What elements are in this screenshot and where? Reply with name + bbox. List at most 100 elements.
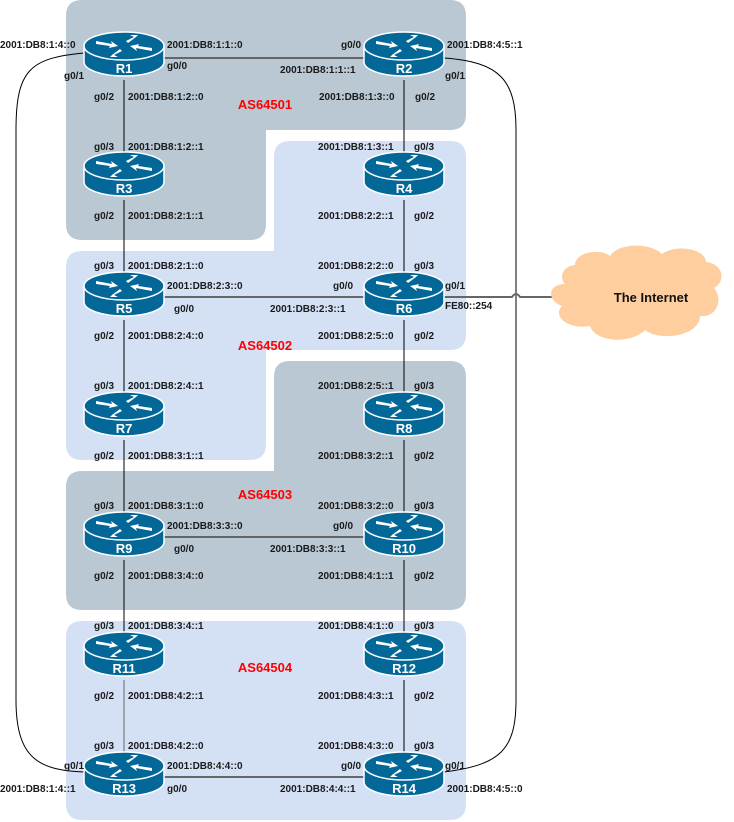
as64503-label: AS64503 <box>238 487 292 502</box>
router-r1[interactable]: R1 <box>83 31 165 77</box>
interface-name: g0/3 <box>94 741 114 752</box>
interface-name: g0/0 <box>341 40 361 51</box>
interface-address: 2001:DB8:1:4::0 <box>0 40 76 51</box>
interface-name: g0/1 <box>445 71 465 82</box>
interface-name: g0/0 <box>174 544 194 555</box>
router-label: R3 <box>116 181 133 196</box>
router-label: R10 <box>392 541 416 556</box>
link-r1-r13 <box>15 52 85 773</box>
interface-name: g0/2 <box>94 211 114 222</box>
interface-name: g0/3 <box>94 261 114 272</box>
interface-name: g0/0 <box>167 784 187 795</box>
interface-name: g0/2 <box>414 571 434 582</box>
router-label: R5 <box>116 301 133 316</box>
interface-name: g0/3 <box>414 261 434 272</box>
interface-name: g0/3 <box>94 501 114 512</box>
interface-address: 2001:DB8:4:1::0 <box>318 621 394 632</box>
interface-address: 2001:DB8:3:4::1 <box>128 621 204 632</box>
router-label: R9 <box>116 541 133 556</box>
router-r9[interactable]: R9 <box>83 511 165 557</box>
interface-name: g0/3 <box>94 381 114 392</box>
interface-address: 2001:DB8:3:2::0 <box>318 501 394 512</box>
router-r7[interactable]: R7 <box>83 391 165 437</box>
interface-address: 2001:DB8:3:4::0 <box>128 571 204 582</box>
interface-address: 2001:DB8:4:3::0 <box>318 741 394 752</box>
interface-address: 2001:DB8:2:2::0 <box>318 261 394 272</box>
router-r2[interactable]: R2 <box>363 31 445 77</box>
router-r8[interactable]: R8 <box>363 391 445 437</box>
as64504-label: AS64504 <box>238 660 293 675</box>
router-r12[interactable]: R12 <box>363 631 445 677</box>
interface-name: g0/0 <box>341 761 361 772</box>
interface-labels: 2001:DB8:1:4::0 2001:DB8:1:1::0 g0/0 g0/… <box>0 40 523 795</box>
as64502-region <box>66 141 466 460</box>
router-r3[interactable]: R3 <box>83 151 165 197</box>
interface-address: 2001:DB8:3:3::0 <box>167 521 243 532</box>
interface-address: 2001:DB8:3:3::1 <box>270 544 346 555</box>
interface-name: g0/3 <box>94 142 114 153</box>
interface-name: g0/2 <box>94 571 114 582</box>
interface-address: 2001:DB8:2:4::0 <box>128 331 204 342</box>
interface-address: 2001:DB8:4:4::1 <box>280 784 356 795</box>
interface-address: 2001:DB8:3:2::1 <box>318 451 394 462</box>
interface-name: g0/2 <box>414 451 434 462</box>
router-label: R13 <box>112 781 136 796</box>
interface-address: 2001:DB8:1:2::0 <box>128 92 204 103</box>
interface-name: g0/2 <box>414 211 434 222</box>
interface-name: g0/2 <box>415 92 435 103</box>
router-label: R7 <box>116 421 133 436</box>
interface-address: 2001:DB8:1:3::0 <box>319 92 395 103</box>
interface-name: g0/2 <box>94 92 114 103</box>
interface-address: 2001:DB8:4:1::1 <box>318 571 394 582</box>
interface-name: g0/2 <box>414 331 434 342</box>
interface-address: 2001:DB8:1:2::1 <box>128 142 204 153</box>
interface-name: g0/2 <box>94 691 114 702</box>
interface-name: g0/3 <box>414 501 434 512</box>
router-label: R8 <box>396 421 413 436</box>
interface-name: g0/0 <box>333 521 353 532</box>
interface-address: 2001:DB8:4:2::1 <box>128 691 204 702</box>
as64502-label: AS64502 <box>238 338 292 353</box>
link-r6-internet <box>444 293 556 298</box>
interface-name: g0/2 <box>94 451 114 462</box>
interface-address: 2001:DB8:2:3::1 <box>270 304 346 315</box>
interface-address: 2001:DB8:4:5::1 <box>447 40 523 51</box>
router-label: R6 <box>396 301 413 316</box>
interface-address: 2001:DB8:1:1::0 <box>167 40 243 51</box>
router-r10[interactable]: R10 <box>363 511 445 557</box>
interface-name: g0/2 <box>94 331 114 342</box>
router-r13[interactable]: R13 <box>83 751 165 797</box>
router-r14[interactable]: R14 <box>363 751 445 797</box>
router-r6[interactable]: R6 <box>363 271 445 317</box>
internet-label: The Internet <box>614 290 689 305</box>
interface-name: g0/3 <box>94 621 114 632</box>
router-label: R11 <box>112 661 135 676</box>
interface-address: 2001:DB8:1:4::1 <box>0 784 76 795</box>
router-label: R14 <box>392 781 417 796</box>
router-label: R2 <box>396 61 413 76</box>
interface-name: g0/3 <box>414 142 434 153</box>
router-r5[interactable]: R5 <box>83 271 165 317</box>
interface-address: 2001:DB8:4:2::0 <box>128 741 204 752</box>
router-label: R12 <box>392 661 416 676</box>
interface-address: FE80::254 <box>445 301 493 312</box>
interface-address: 2001:DB8:2:2::1 <box>318 211 394 222</box>
interface-address: 2001:DB8:2:4::1 <box>128 381 204 392</box>
router-r4[interactable]: R4 <box>363 151 445 197</box>
interface-address: 2001:DB8:1:1::1 <box>280 65 356 76</box>
interface-name: g0/1 <box>445 761 465 772</box>
interface-address: 2001:DB8:2:1::0 <box>128 261 204 272</box>
as64501-label: AS64501 <box>238 97 292 112</box>
interface-address: 2001:DB8:3:1::0 <box>128 501 204 512</box>
interface-address: 2001:DB8:2:1::1 <box>128 211 204 222</box>
interface-name: g0/3 <box>414 621 434 632</box>
interface-address: 2001:DB8:1:3::1 <box>318 142 394 153</box>
router-r11[interactable]: R11 <box>83 631 165 677</box>
interface-name: g0/3 <box>414 741 434 752</box>
interface-name: g0/1 <box>64 71 84 82</box>
router-label: R4 <box>396 181 413 196</box>
interface-address: 2001:DB8:2:5::0 <box>318 331 394 342</box>
interface-address: 2001:DB8:3:1::1 <box>128 451 204 462</box>
internet-cloud: The Internet <box>551 245 722 340</box>
